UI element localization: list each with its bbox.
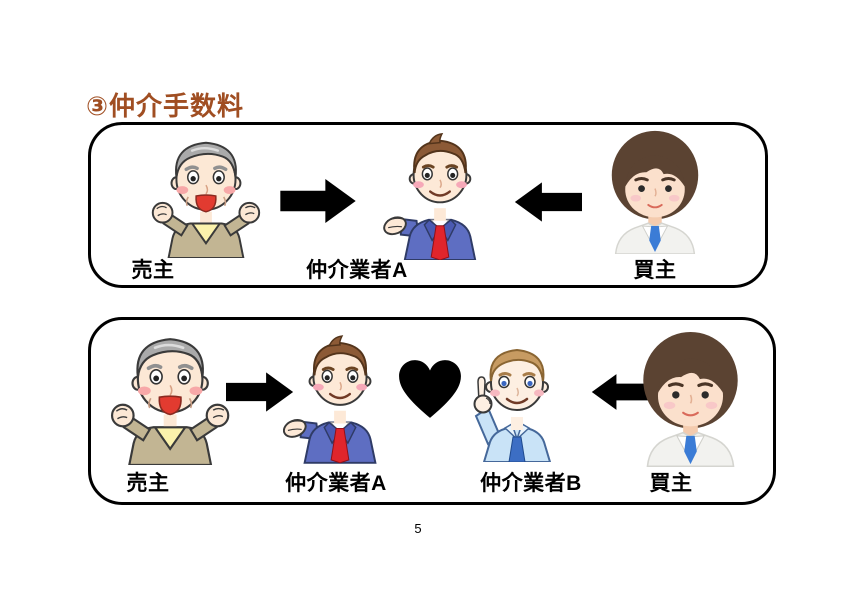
broker-b-illustration [452, 340, 570, 462]
buyer-illustration [637, 327, 744, 467]
seller-label: 売主 [131, 259, 175, 282]
seller-label: 売主 [126, 472, 170, 495]
seller-illustration [103, 323, 233, 465]
panel-single-broker: 売主 仲介業者A 買主 [88, 122, 768, 288]
arrow-left-icon [514, 179, 582, 225]
seller-illustration [143, 128, 265, 258]
buyer-label: 買主 [649, 472, 693, 495]
page-title: ③仲介手数料 [86, 91, 245, 121]
broker-a-label: 仲介業者A [285, 472, 387, 495]
broker-a-label: 仲介業者A [306, 259, 408, 282]
broker-a-illustration [383, 127, 497, 260]
panel-two-brokers: 売主 仲介業者A 仲介業者B 買主 [88, 317, 776, 505]
broker-a-illustration [283, 328, 397, 464]
broker-b-label: 仲介業者B [480, 472, 582, 495]
arrow-right-icon [280, 178, 357, 224]
page-number: 5 [414, 521, 422, 536]
buyer-illustration [606, 127, 704, 254]
buyer-label: 買主 [633, 259, 677, 282]
